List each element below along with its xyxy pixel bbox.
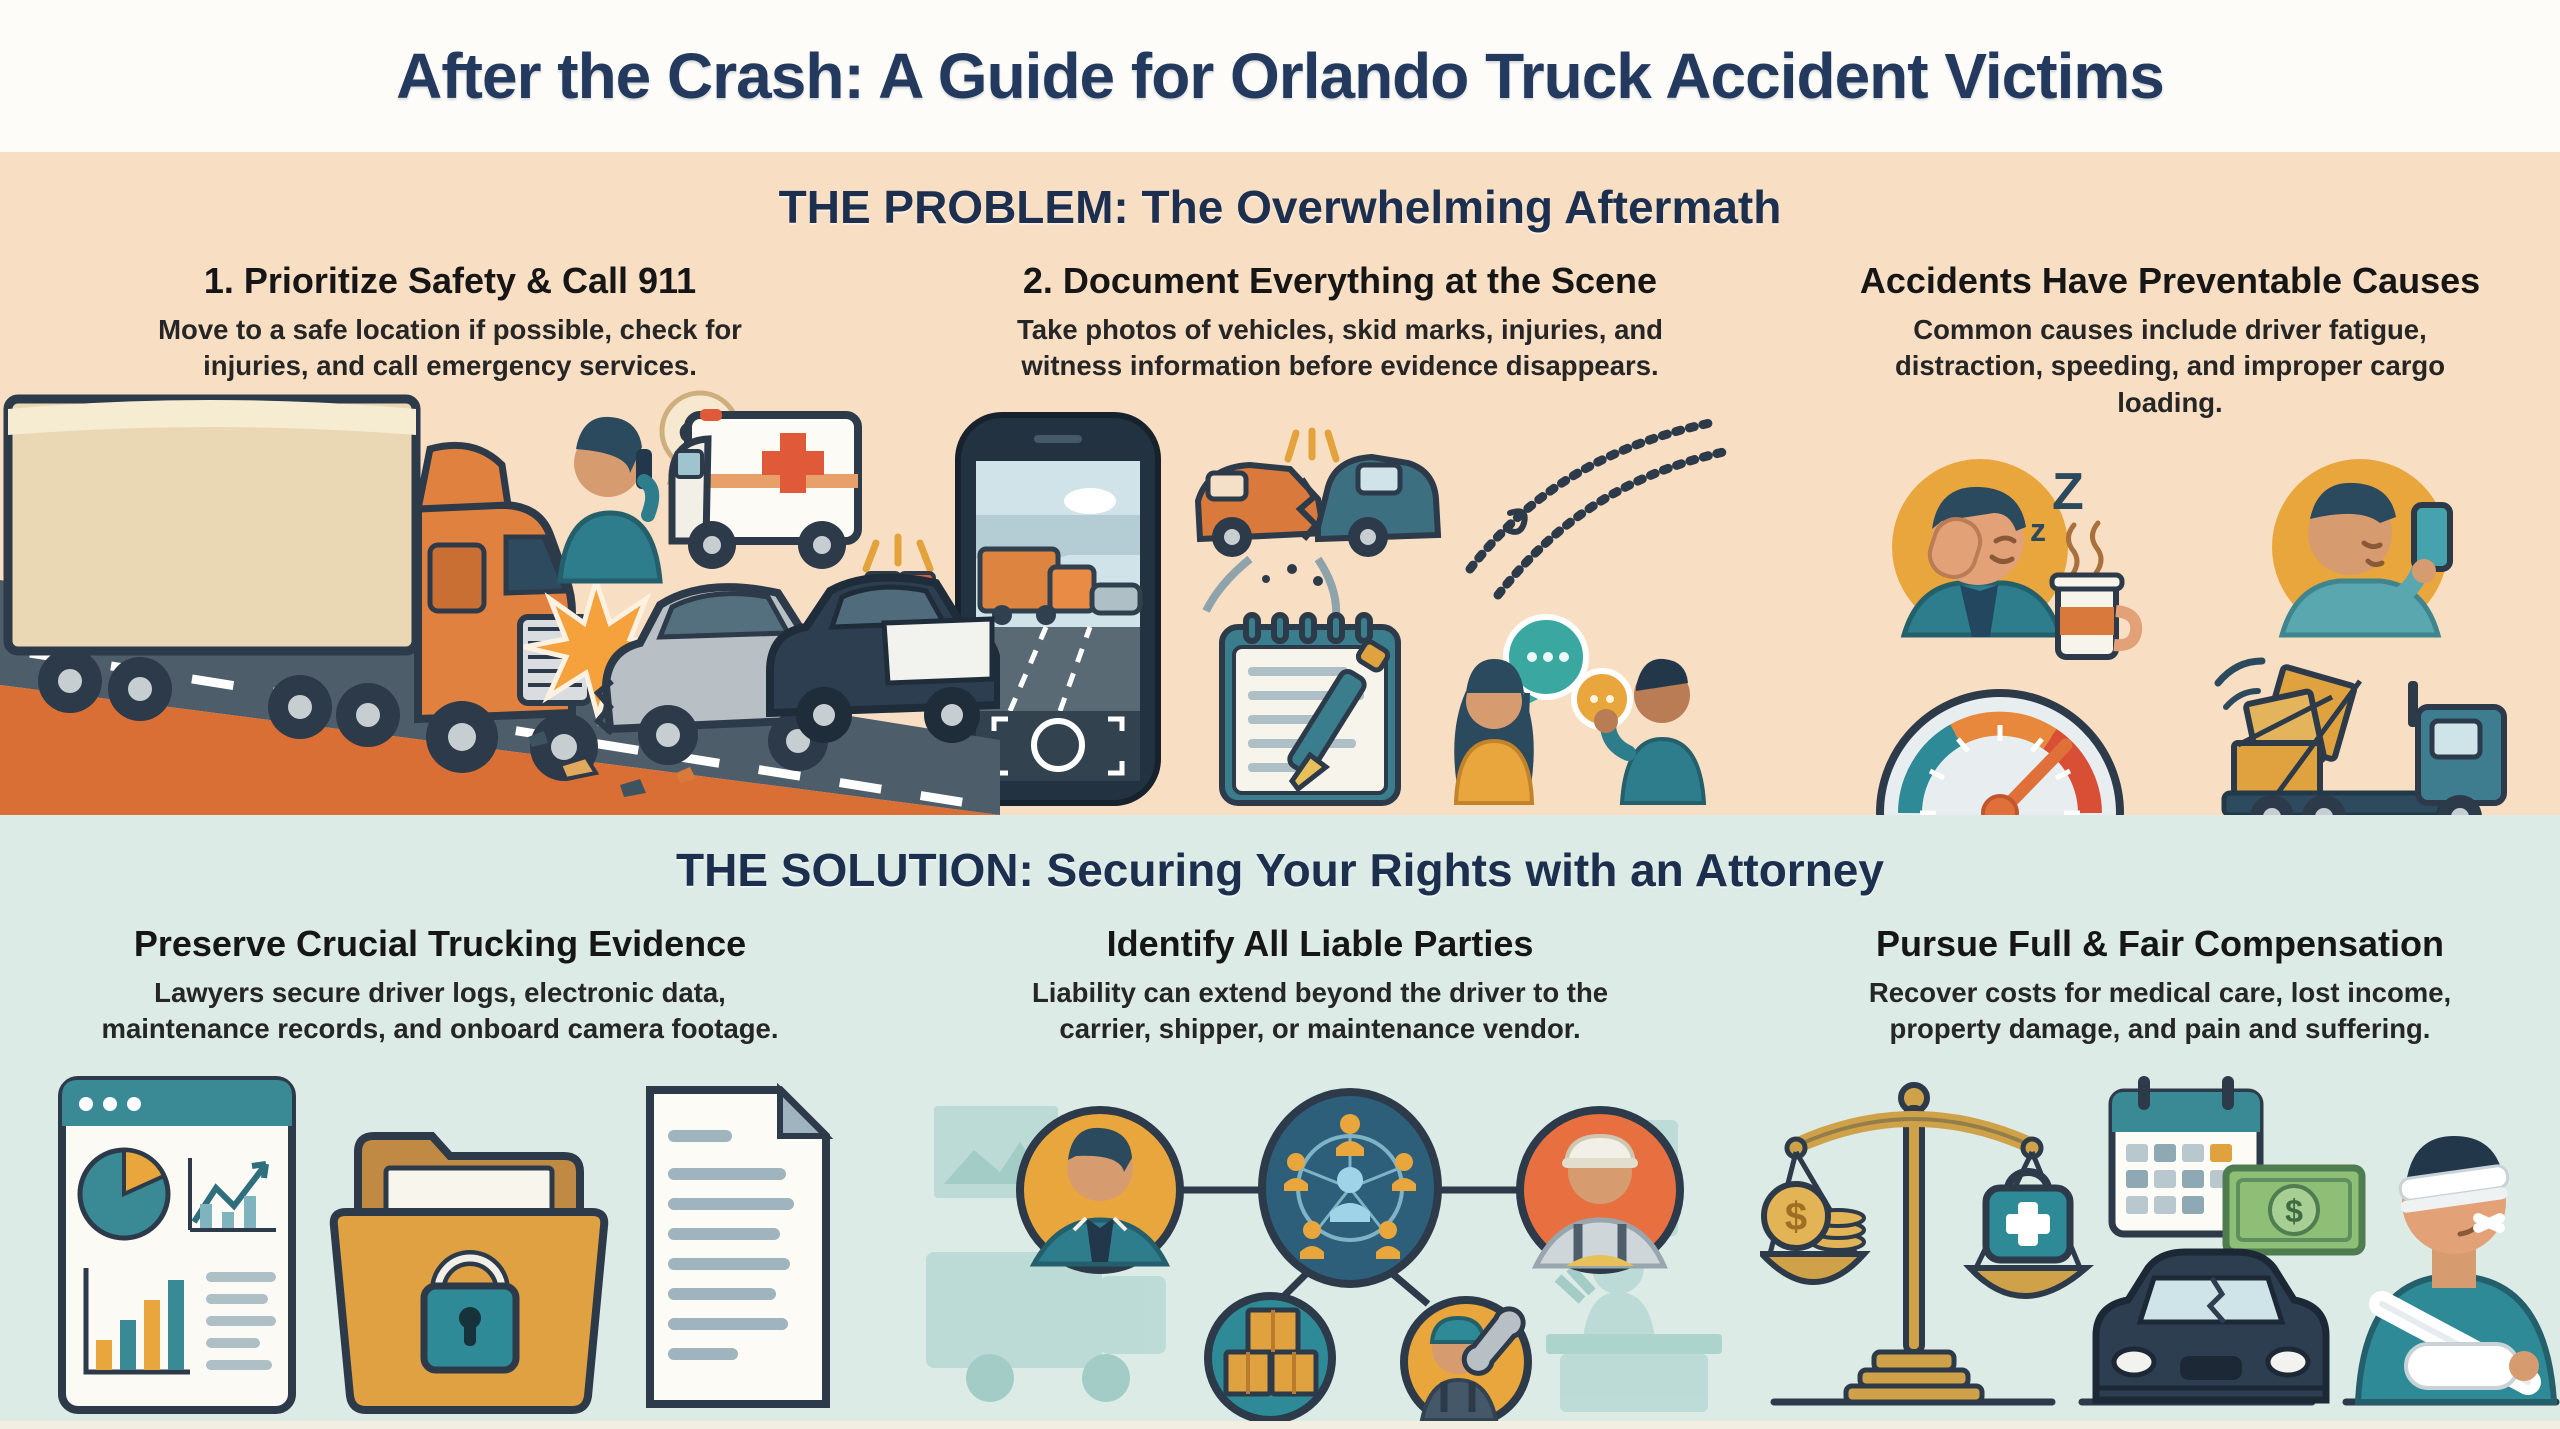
head-bandage <box>2399 1164 2509 1213</box>
problem-col2-title: 2. Document Everything at the Scene <box>1022 260 1658 301</box>
documentation-icons <box>950 409 1730 809</box>
phone-screen-truck <box>980 549 1140 625</box>
problem-col2-body: Take photos of vehicles, skid marks, inj… <box>1017 314 1663 382</box>
problem-col3-body: Common causes include driver fatigue, di… <box>1894 314 2446 418</box>
solution-col2-body: Liability can extend beyond the driver t… <box>1031 977 1609 1045</box>
loose-cargo-truck-icon <box>2214 661 2516 839</box>
cheek-bandage <box>2473 1212 2505 1233</box>
debris <box>528 731 696 797</box>
problem-column-causes: Accidents Have Preventable Causes Common… <box>1780 260 2560 845</box>
witness-man <box>1594 658 1704 802</box>
solution-section: THE SOLUTION: Securing Your Rights with … <box>0 815 2560 1422</box>
witnesses-icon <box>1454 617 1704 803</box>
problem-col1-body: Move to a safe location if possible, che… <box>158 314 742 382</box>
phone-in-hand-icon <box>2380 505 2450 605</box>
justice-scales-icon: $ <box>1762 1085 2086 1402</box>
report-lines <box>206 1271 276 1370</box>
solution-column-evidence: Preserve Crucial Trucking Evidence Lawye… <box>0 923 880 1422</box>
carrier-worker-avatar <box>1520 1110 1680 1270</box>
wrench-icon <box>1464 1308 1523 1372</box>
solution-col3-body: Recover costs for medical care, lost inc… <box>1868 977 2452 1045</box>
car-collision-icon <box>1198 431 1438 617</box>
network-people <box>1284 1113 1416 1259</box>
pie-chart-icon <box>80 1150 168 1238</box>
problem-section: THE PROBLEM: The Overwhelming Aftermath … <box>0 152 2560 815</box>
padlock-icon <box>424 1258 516 1370</box>
solution-columns: Preserve Crucial Trucking Evidence Lawye… <box>0 923 2560 1422</box>
coins-icon: $ <box>1764 1184 1864 1250</box>
sleep-z-big: Z <box>2052 463 2084 521</box>
problem-columns: 1. Prioritize Safety & Call 911 Move to … <box>0 260 2560 845</box>
solution-col1-body: Lawyers secure driver logs, electronic d… <box>101 977 779 1045</box>
solution-column-liability: Identify All Liable Parties Liability ca… <box>880 923 1760 1422</box>
solution-column-compensation: Pursue Full & Fair Compensation Recover … <box>1760 923 2560 1422</box>
dollar-coin-glyph: $ <box>1785 1195 1807 1239</box>
damaged-car-icon <box>2096 1252 2326 1400</box>
problem-column-document: 2. Document Everything at the Scene Take… <box>900 260 1780 845</box>
sleep-z-small: z <box>2030 512 2046 548</box>
liable-parties-network <box>926 1072 1722 1422</box>
injured-person-icon <box>2358 1135 2554 1402</box>
causes-icons: Z z <box>1820 458 2520 845</box>
medical-kit-icon <box>1986 1172 2070 1260</box>
page-title: After the Crash: A Guide for Orlando Tru… <box>396 40 2165 112</box>
semi-truck <box>8 399 598 781</box>
driver-avatar <box>1020 1110 1180 1270</box>
skid-marks-icon <box>1470 423 1728 595</box>
header-band: After the Crash: A Guide for Orlando Tru… <box>0 0 2560 152</box>
notepad-pen-icon <box>1222 615 1398 803</box>
document-icon <box>650 1090 826 1404</box>
solution-col3-title: Pursue Full & Fair Compensation <box>1875 923 2445 964</box>
cash-bill-icon: $ <box>2226 1168 2362 1252</box>
analytics-window-icon <box>62 1080 292 1410</box>
trend-chart-icon <box>190 1157 276 1230</box>
locked-folder-icon <box>334 1136 605 1410</box>
problem-heading: THE PROBLEM: The Overwhelming Aftermath <box>778 181 1782 233</box>
problem-column-safety: 1. Prioritize Safety & Call 911 Move to … <box>0 260 900 845</box>
compensation-icons: $ <box>1760 1075 2560 1422</box>
mechanic-avatar <box>1404 1300 1528 1422</box>
truck-crash-scene <box>0 385 1000 815</box>
road-shoulder <box>0 685 1000 815</box>
solution-heading: THE SOLUTION: Securing Your Rights with … <box>676 844 1884 896</box>
cargo-boxes-avatar <box>1208 1296 1332 1420</box>
bar-chart-icon <box>86 1268 190 1372</box>
evidence-icons <box>40 1072 840 1422</box>
coffee-cup-icon <box>2052 523 2136 657</box>
fatigued-driver-icon: Z z <box>1892 458 2136 657</box>
problem-col1-title: 1. Prioritize Safety & Call 911 <box>203 260 697 301</box>
solution-col1-title: Preserve Crucial Trucking Evidence <box>133 923 747 964</box>
police-car <box>770 537 998 743</box>
ambulance <box>672 409 858 569</box>
problem-col3-title: Accidents Have Preventable Causes <box>1859 260 2481 301</box>
network-node <box>1262 1092 1438 1284</box>
distracted-driver-icon <box>2272 458 2450 635</box>
solution-col2-title: Identify All Liable Parties <box>1106 923 1534 964</box>
camera-phone-icon <box>958 415 1158 803</box>
bottom-strip <box>0 1421 2560 1429</box>
pen-icon <box>1287 639 1390 788</box>
arm-sling <box>2382 1304 2539 1388</box>
calendar-money-icon: $ <box>2112 1075 2362 1252</box>
dollar-bill-glyph: $ <box>2285 1193 2303 1229</box>
witness-woman <box>1454 658 1534 803</box>
